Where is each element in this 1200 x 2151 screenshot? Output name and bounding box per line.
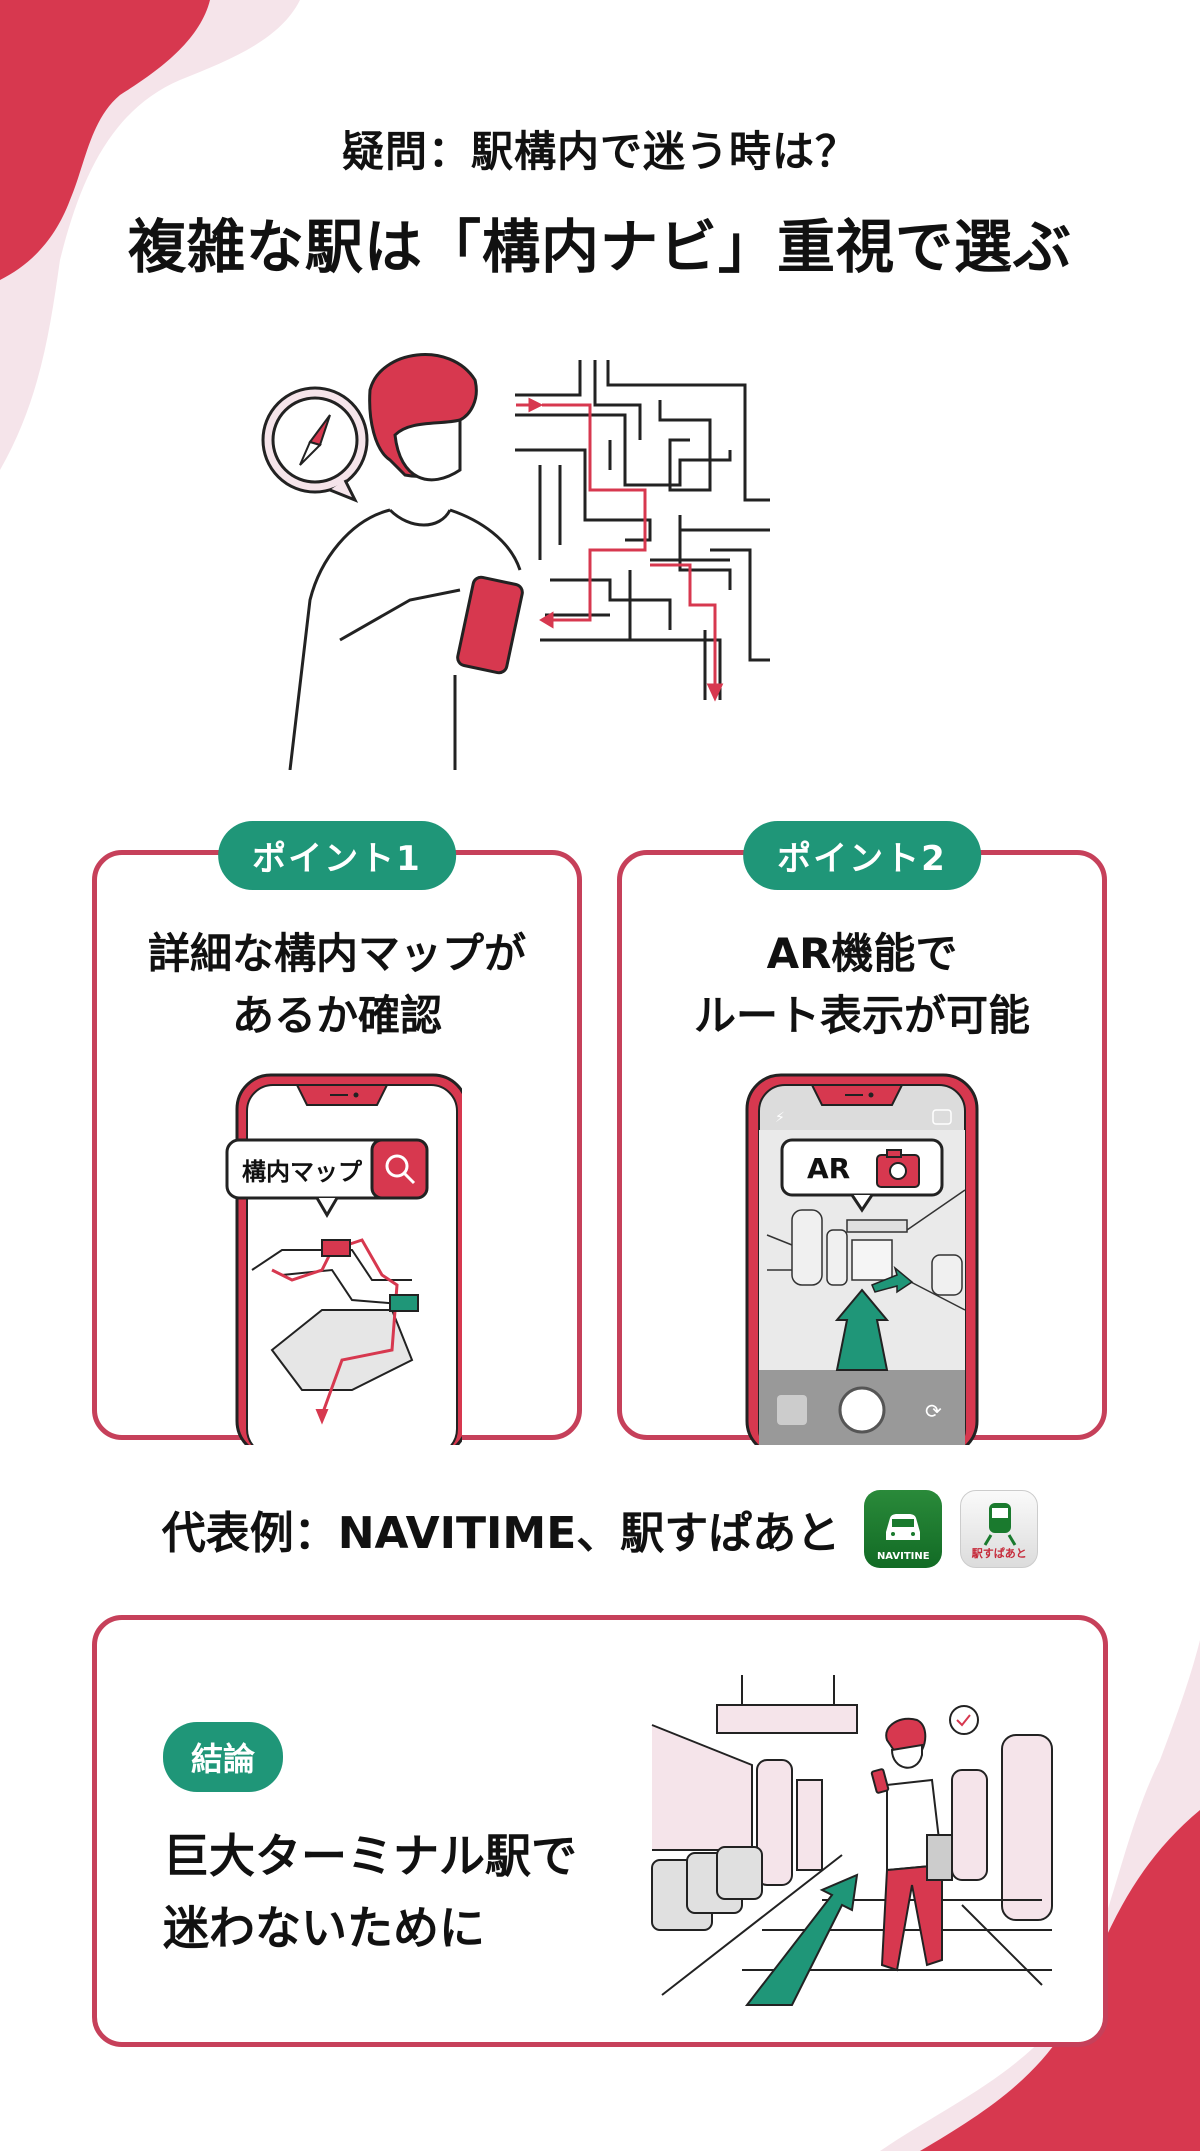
point-card-1: ポイント1 詳細な構内マップが あるか確認 構内マップ [92, 821, 582, 1445]
page-subtitle: 疑問：駅構内で迷う時は？ [341, 127, 858, 176]
check-icon [956, 1714, 971, 1727]
smartphone-icon [456, 575, 524, 675]
conclusion-text: 巨大ターミナル駅で 迷わないために [163, 1829, 577, 1955]
page-title: 複雑な駅は「構内ナビ」重視で選ぶ [127, 213, 1072, 281]
svg-text:AR: AR [807, 1152, 850, 1185]
point-card-2: ポイント2 AR機能で ルート表示が可能 ⚡ AR [617, 821, 1107, 1445]
switch-camera-icon [932, 1109, 952, 1125]
overhead-sign [716, 1704, 858, 1734]
point-badge-2: ポイント2 [743, 821, 981, 890]
svg-text:構内マップ: 構内マップ [242, 1158, 363, 1186]
phone-map-illustration: 構内マップ [225, 1073, 462, 1445]
maze-icon [515, 360, 770, 700]
examples-row: 代表例：NAVITIME、駅すぱあと NAVITINE 駅すぱあと [0, 1490, 1200, 1568]
conclusion-badge: 結論 [163, 1722, 284, 1792]
ekispert-app-icon: 駅すぱあと [960, 1490, 1039, 1568]
ticket-gates [651, 1846, 763, 1931]
rotate-camera-icon: ⟳ [925, 1399, 942, 1423]
floor-map [251, 1238, 419, 1425]
ar-label-bubble: AR [780, 1138, 944, 1213]
camera-icon [876, 1149, 920, 1188]
hero-illustration [261, 353, 770, 770]
phone [870, 1768, 890, 1794]
gallery-thumbnail [777, 1395, 807, 1425]
maze-route [516, 397, 724, 702]
ar-arrow [834, 1265, 914, 1371]
point-text-1: 詳細な構内マップが あるか確認 [147, 929, 526, 1040]
phone-ar-illustration: ⚡ AR ⟳ [745, 1073, 979, 1445]
person-icon [288, 353, 522, 770]
ar-station-scene [766, 1189, 966, 1311]
map-search-bar: 構内マップ [225, 1138, 429, 1218]
speech-bubble [949, 1705, 979, 1735]
point-text-2: AR機能で ルート表示が可能 [693, 929, 1030, 1040]
car-icon [886, 1514, 921, 1540]
tablet [926, 1834, 953, 1881]
search-icon [385, 1154, 409, 1178]
train-icon [983, 1503, 1017, 1546]
station-walker-illustration [651, 1675, 1053, 2006]
walking-person [870, 1705, 979, 1972]
examples-text: 代表例：NAVITIME、駅すぱあと [161, 1508, 841, 1559]
compass-icon [261, 386, 369, 503]
point-badge-1: ポイント1 [218, 821, 456, 890]
navitime-app-icon: NAVITINE [864, 1490, 943, 1568]
conclusion-card: 結論 巨大ターミナル駅で 迷わないために [92, 1615, 1108, 2047]
flash-icon: ⚡ [775, 1110, 785, 1126]
shutter-button [838, 1386, 886, 1434]
